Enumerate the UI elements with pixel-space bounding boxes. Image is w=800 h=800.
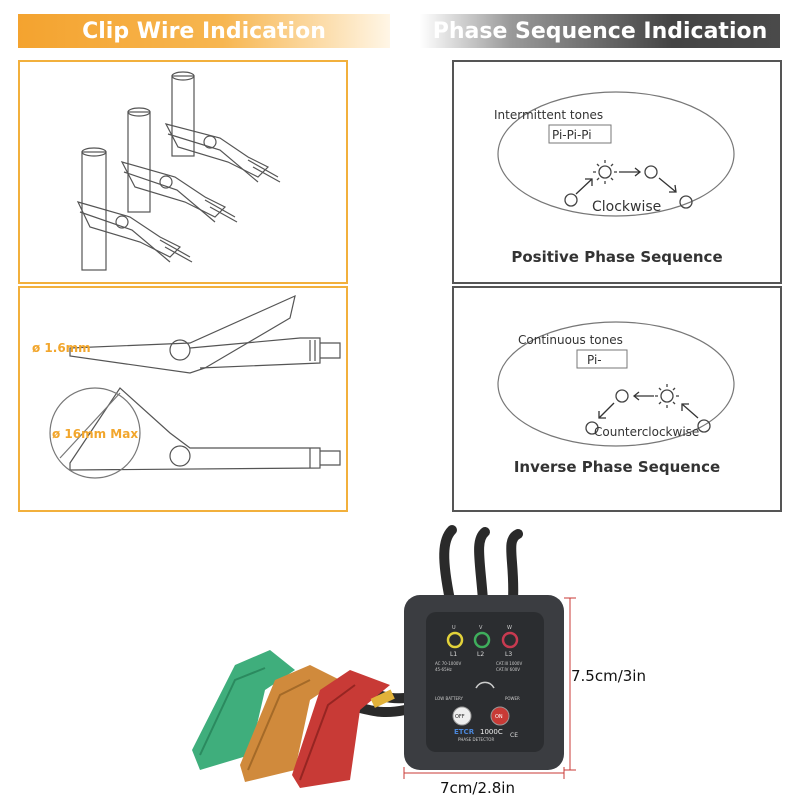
spec-cat4: CAT.IV 600V [496, 667, 520, 672]
w-label: W [507, 625, 512, 631]
clip-diameter-panel: ø 1.6mm ø 16mm Max [18, 286, 348, 512]
model-label: 1000C [480, 728, 503, 736]
v-label: V [479, 625, 483, 631]
spec-frequency: 45-65Hz [435, 667, 452, 672]
l3-label: L3 [505, 651, 512, 658]
green-clip [192, 650, 295, 770]
red-clip [292, 670, 395, 788]
phase-sequence-banner: Phase Sequence Indication [420, 14, 780, 48]
l2-label: L2 [477, 651, 484, 658]
clips-on-pipes-illustration [76, 71, 281, 271]
positive-phase-caption: Positive Phase Sequence [511, 248, 723, 266]
device-subtitle: PHASE DETECTOR [458, 737, 494, 742]
intermittent-tones-label: Intermittent tones [494, 108, 603, 122]
pi-pi-pi-text: Pi-Pi-Pi [552, 128, 592, 142]
on-label: ON [495, 714, 503, 720]
clockwise-label: Clockwise [592, 199, 661, 215]
clip-on-wire-panel [18, 60, 348, 284]
on-button[interactable] [490, 706, 510, 726]
clip-diameter-illustration: ø 1.6mm ø 16mm Max [32, 294, 341, 479]
spec-voltage: AC 70-1000V [435, 661, 461, 666]
brand-logo: ETCR [454, 728, 475, 736]
height-dimension: 7.5cm/3in [571, 667, 646, 685]
continuous-tones-label: Continuous tones [518, 333, 623, 347]
positive-phase-diagram: Intermittent tones Pi-Pi-Pi Clockwise [494, 91, 735, 217]
low-battery-label: LOW BATTERY [435, 696, 463, 701]
positive-phase-panel: Intermittent tones Pi-Pi-Pi Clockwise Po… [452, 60, 782, 284]
width-dimension: 7cm/2.8in [440, 779, 515, 797]
inverse-phase-caption: Inverse Phase Sequence [513, 458, 721, 476]
pi-text: Pi- [587, 353, 602, 367]
inverse-phase-diagram: Continuous tones Pi- Counterclockwise [497, 321, 735, 447]
power-label: POWER [505, 696, 520, 701]
inverse-phase-panel: Continuous tones Pi- Counterclockwise In… [452, 286, 782, 512]
off-button[interactable] [452, 706, 472, 726]
clip-wire-banner: Clip Wire Indication [18, 14, 390, 48]
off-label: OFF [455, 714, 465, 720]
small-diameter-label: ø 1.6mm [32, 341, 91, 355]
orange-clip [240, 665, 340, 782]
phase-detector-product: U V W L1 L2 L3 AC 70-1000V 45-65Hz CAT.I… [192, 525, 576, 788]
ce-mark: CE [510, 732, 518, 739]
u-label: U [452, 625, 456, 631]
l1-label: L1 [450, 651, 457, 658]
spec-cat3: CAT.III 1000V [496, 661, 522, 666]
counterclockwise-label: Counterclockwise [594, 425, 699, 439]
large-diameter-label: ø 16mm Max [52, 427, 138, 441]
